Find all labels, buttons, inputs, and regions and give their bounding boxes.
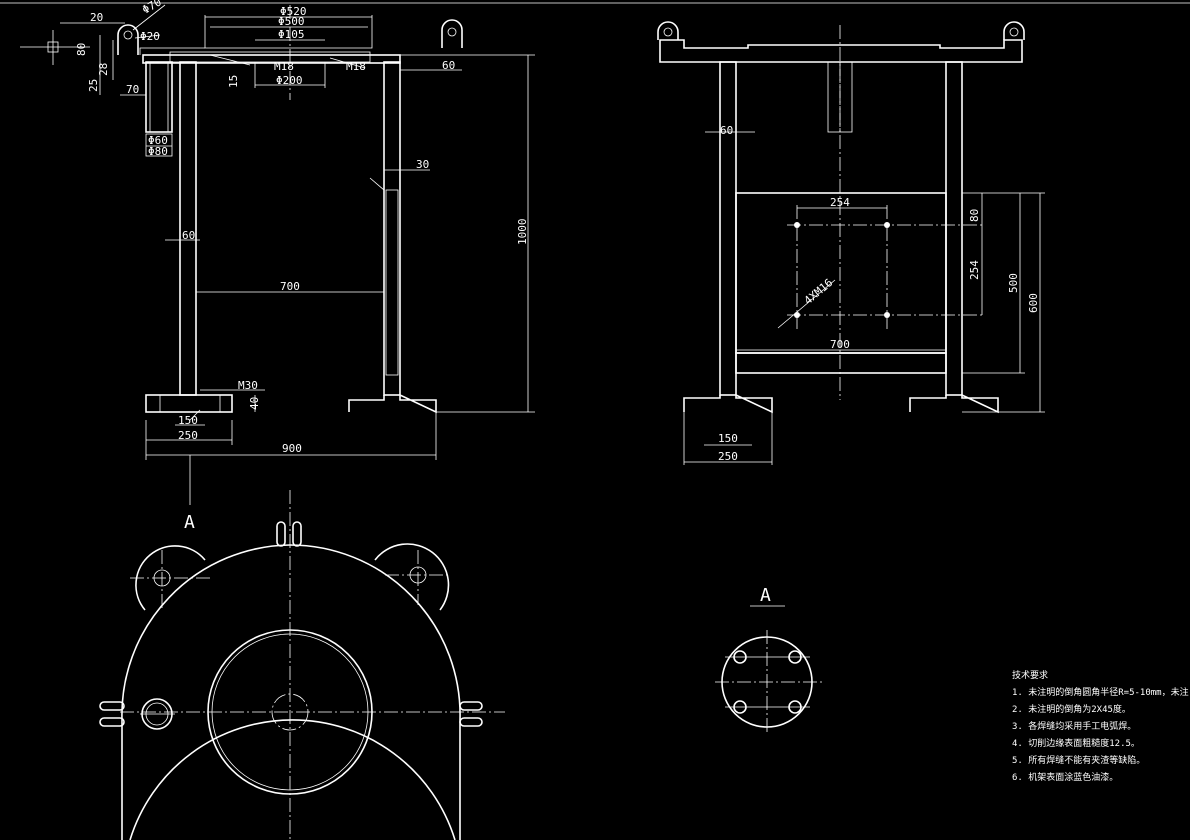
side-dim-150: 150: [718, 432, 738, 445]
dim-700: 700: [280, 280, 300, 293]
cross-plate: [735, 192, 947, 354]
dim-m30: M30: [238, 379, 258, 392]
front-view: [20, 4, 535, 505]
side-dim-600: 600: [1027, 293, 1040, 313]
note-item: 1. 未注明的倒角圆角半径R=5-10mm，未注: [1012, 688, 1189, 698]
note-item: 6. 机架表面涂蓝色油漆。: [1012, 773, 1119, 783]
front-view-dims: Φ520 Φ500 Φ105 Φ200 Φ70 Φ20 Φ60 Φ80 M18 …: [75, 0, 529, 533]
lift-lug-left: [117, 24, 139, 55]
detail-view-a: A: [715, 585, 822, 735]
section-label-a: A: [184, 512, 195, 533]
dim-d200: Φ200: [276, 74, 303, 87]
dim-60-leg: 60: [182, 229, 195, 242]
note-item: 5. 所有焊缝不能有夹渣等缺陷。: [1012, 756, 1146, 766]
side-dim-500: 500: [1007, 273, 1020, 293]
side-right-foot: [909, 393, 999, 414]
plan-view: [99, 490, 505, 840]
column-section: [385, 189, 399, 376]
dim-28: 28: [97, 63, 110, 76]
side-dim-254-v: 254: [968, 260, 981, 280]
side-dim-254-h: 254: [830, 196, 850, 209]
dim-m18-a: M18: [274, 60, 294, 73]
side-left-foot: [683, 393, 773, 414]
top-plate: [142, 54, 401, 64]
side-dim-holes: 4XM16: [802, 276, 836, 307]
side-left-column: [719, 61, 737, 396]
side-top-plate: [659, 39, 1023, 63]
dim-40: 40: [248, 397, 261, 410]
side-dim-80: 80: [968, 209, 981, 222]
dim-d70: Φ70: [140, 0, 164, 17]
dim-30: 30: [416, 158, 429, 171]
side-dim-250: 250: [718, 450, 738, 463]
dim-80: 80: [75, 43, 88, 56]
dim-60-top: 60: [442, 59, 455, 72]
note-item: 3. 各焊缝均采用手工电弧焊。: [1012, 722, 1137, 732]
left-foot: [145, 394, 233, 413]
side-view-dims: 60 254 254 80 500 600 700 4XM16 150 250: [718, 124, 1040, 463]
note-item: 2. 未注明的倒角为2X45度。: [1012, 705, 1131, 715]
dim-d105: Φ105: [278, 28, 305, 41]
side-dim-700: 700: [830, 338, 850, 351]
note-item: 4. 切削边缘表面粗糙度12.5。: [1012, 739, 1140, 749]
dim-d520: Φ520: [280, 5, 307, 18]
dim-20: 20: [90, 11, 103, 24]
side-right-column: [945, 61, 963, 396]
dim-d500: Φ500: [278, 15, 305, 28]
side-dim-60: 60: [720, 124, 733, 137]
technical-notes: 技术要求 1. 未注明的倒角圆角半径R=5-10mm，未注 2. 未注明的倒角为…: [1012, 668, 1190, 788]
dim-d60: Φ60: [148, 134, 168, 147]
dim-70: 70: [126, 83, 139, 96]
dim-1000: 1000: [516, 219, 529, 246]
dim-150: 150: [178, 414, 198, 427]
right-foot: [348, 393, 437, 414]
dim-d20: Φ20: [140, 30, 160, 43]
dim-250: 250: [178, 429, 198, 442]
dim-25: 25: [87, 79, 100, 92]
dim-d80: Φ80: [148, 145, 168, 158]
detail-label-a: A: [760, 585, 771, 606]
notes-title: 技术要求: [1012, 671, 1049, 681]
lift-lug-right: [441, 19, 463, 48]
top-plate-section: [169, 51, 371, 63]
main-disc: [129, 719, 456, 840]
dim-m18-b: M18: [346, 60, 366, 73]
right-column: [383, 61, 401, 396]
dim-900: 900: [282, 442, 302, 455]
side-view: [657, 21, 1045, 465]
dim-15: 15: [227, 75, 240, 88]
